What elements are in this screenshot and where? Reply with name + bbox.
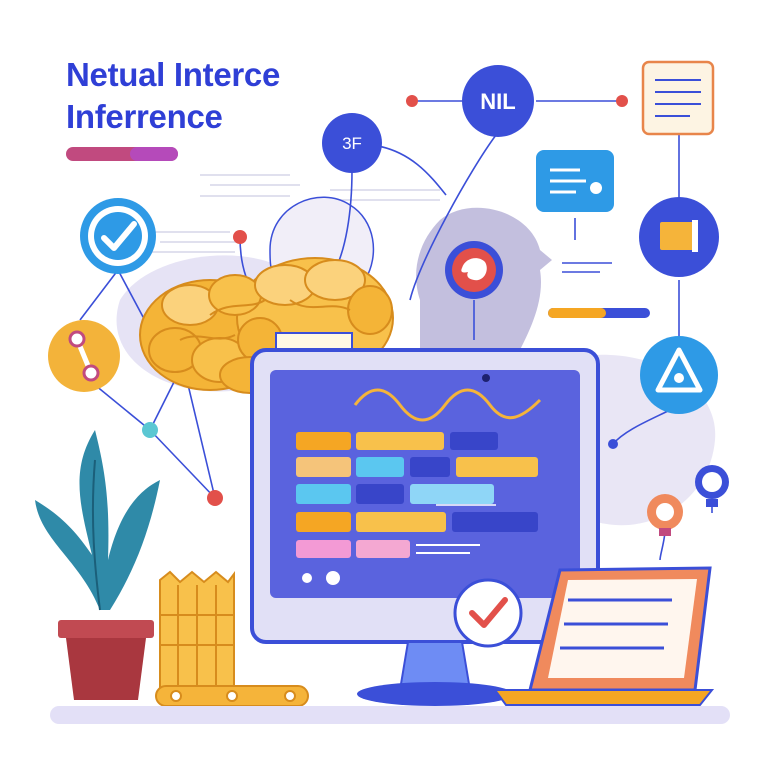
folder-icon bbox=[639, 197, 719, 277]
title-line-1: Netual Interce bbox=[66, 56, 281, 93]
link-node-icon bbox=[48, 320, 120, 392]
alert-triangle-icon bbox=[640, 336, 718, 414]
nil-node-label: NIL bbox=[480, 89, 515, 114]
network-dots bbox=[142, 95, 628, 506]
screen-toggle-dots bbox=[302, 571, 340, 585]
title-underline-highlight bbox=[130, 147, 178, 161]
page-title: Netual Interce Inferrence bbox=[66, 54, 280, 138]
sf-node: 3F bbox=[322, 113, 382, 173]
progress-bar bbox=[548, 308, 650, 318]
laptop-icon bbox=[493, 566, 715, 706]
screen-waveform bbox=[353, 388, 542, 422]
monitor-base bbox=[357, 682, 513, 706]
checkmark-icon bbox=[453, 578, 523, 648]
title-line-2: Inferrence bbox=[66, 98, 223, 135]
lightbulb-orange-icon bbox=[647, 494, 683, 536]
screen-blocks bbox=[296, 432, 538, 558]
lightbulb-icon bbox=[695, 465, 729, 507]
floor bbox=[50, 706, 730, 724]
check-badge-icon bbox=[80, 198, 156, 274]
document-icon bbox=[641, 60, 715, 136]
speed-lines bbox=[150, 174, 440, 253]
message-icon bbox=[536, 150, 614, 212]
text-lines-small bbox=[562, 262, 612, 273]
monitor-icon bbox=[250, 348, 600, 706]
plant-icon bbox=[35, 430, 160, 700]
warning-node-icon bbox=[445, 241, 503, 299]
nil-node: NIL bbox=[462, 65, 534, 137]
sf-node-label: 3F bbox=[342, 134, 362, 153]
